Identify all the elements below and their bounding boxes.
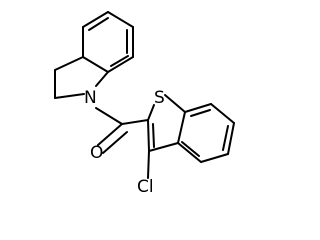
indoline-inner-double-2 [88, 17, 109, 31]
benzothiophene-bond-c2-s1 [147, 104, 155, 121]
oxygen-label: O [90, 143, 103, 163]
benzothiophene-inner-double-1 [190, 109, 211, 117]
benzothiophene-bond-c5-c4 [200, 153, 229, 163]
amide-bond-n-c [95, 107, 123, 125]
benzothiophene-bond-c7-c6 [210, 103, 235, 124]
indoline-bond-c5-c4 [82, 11, 109, 28]
chlorine-label: Cl [137, 177, 154, 197]
benzothiophene-bond-c7a-c7 [184, 103, 212, 113]
carbonyl-bond-2 [102, 131, 128, 154]
benzothiophene-inner-double-2 [222, 125, 229, 151]
indoline-bond-c6-c5 [107, 11, 134, 28]
benzothiophene-bond-s1-c7a [164, 94, 186, 113]
benzothiophene-bond-c3-c2 [147, 119, 150, 152]
benzothiophene-inner-double-3 [181, 141, 200, 157]
benzothiophene-bond-c7a-c3a [177, 111, 186, 144]
indoline-bond-c3a-c3 [54, 56, 84, 71]
bonds [54, 11, 235, 179]
atom-labels: N S O Cl [84, 88, 165, 197]
benzothiophene-inner-double [152, 123, 155, 148]
benzothiophene-bond-c3a-c3 [148, 142, 179, 152]
indoline-bond-c2-n1 [54, 93, 85, 99]
chemical-structure: N S O Cl [54, 11, 235, 197]
indoline-inner-double-1 [110, 55, 129, 67]
chlorine-bond [147, 150, 150, 179]
indoline-bond-c7a-c7 [107, 56, 134, 73]
carbonyl-bond-1 [97, 123, 123, 146]
amide-bond-c-c2 [121, 119, 149, 125]
indoline-bond-n1-c7a [95, 71, 109, 87]
nitrogen-label: N [84, 88, 97, 108]
benzothiophene-bond-c6-c5 [227, 122, 235, 155]
sulfur-label: S [154, 88, 165, 108]
indoline-bond-c3a-c7a [82, 56, 109, 73]
benzothiophene-bond-c4-c3a [177, 142, 202, 163]
